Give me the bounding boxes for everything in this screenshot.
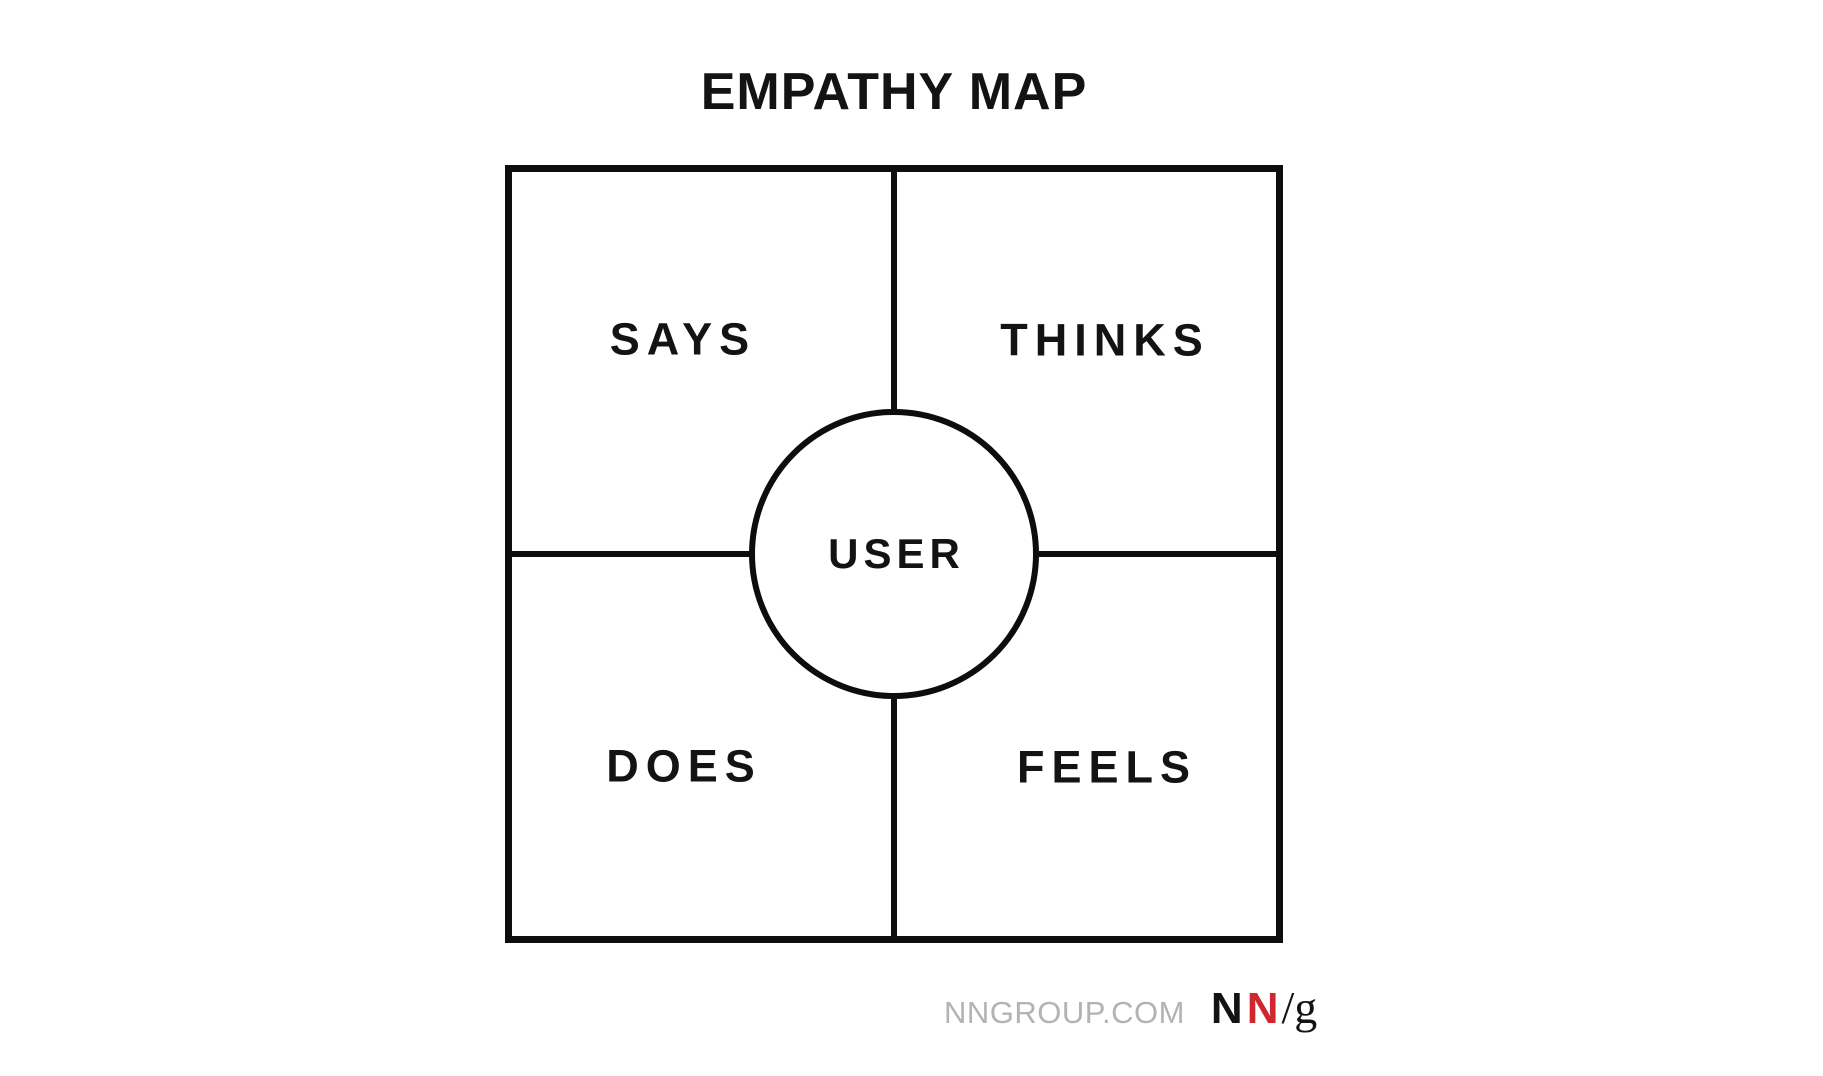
footer: NNGROUP.COM N N /g [944,985,1317,1031]
quadrant-label-says: SAYS [609,313,757,365]
user-label: USER [828,530,965,577]
nng-logo-slash-g: /g [1281,982,1318,1033]
quadrant-label-feels: FEELS [1016,741,1198,793]
nng-logo-n-red: N [1246,984,1279,1033]
user-circle: USER [749,409,1039,699]
empathy-map-grid: SAYS THINKS DOES FEELS USER [505,165,1283,943]
quadrant-label-thinks: THINKS [1000,314,1210,366]
nng-logo: N N /g [1211,985,1317,1031]
quadrant-label-does: DOES [606,740,762,792]
page-title: EMPATHY MAP [700,63,1088,121]
website-text: NNGROUP.COM [944,995,1185,1030]
nng-logo-n-black: N [1210,984,1243,1033]
